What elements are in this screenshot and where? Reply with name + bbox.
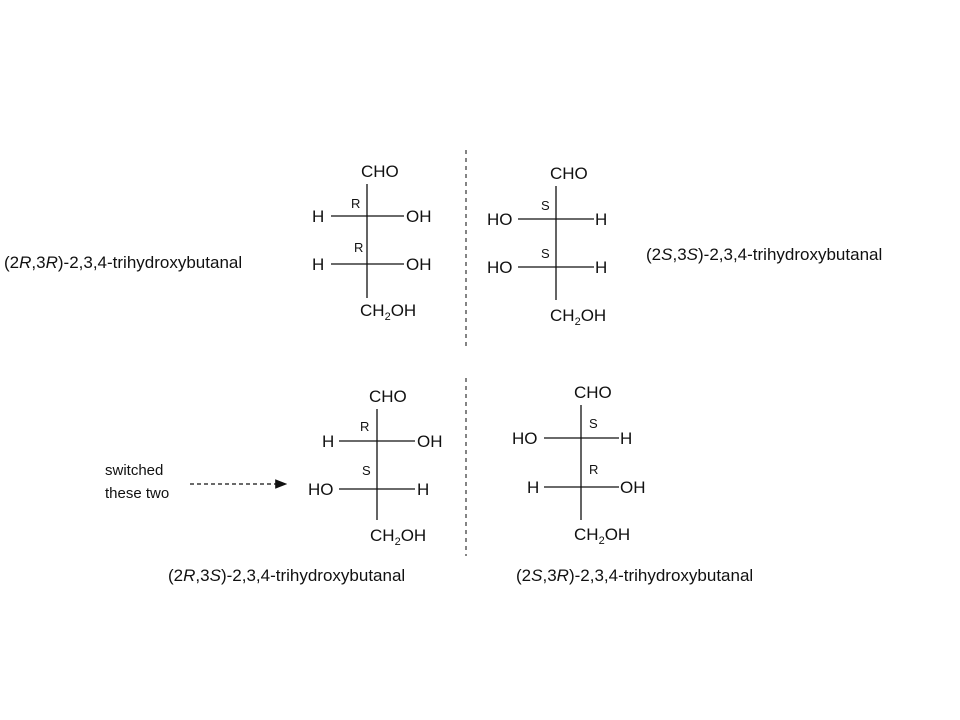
c3-left-substituent: HO <box>308 480 334 499</box>
top-group: CHO <box>361 162 399 181</box>
annotation-line-1: switched <box>105 462 163 479</box>
c2-right-substituent: H <box>620 429 632 448</box>
top-group: CHO <box>550 164 588 183</box>
top-group: CHO <box>574 383 612 402</box>
c3-right-substituent: H <box>417 480 429 499</box>
c2-configuration-label: S <box>541 198 550 213</box>
c2-configuration-label: R <box>351 196 360 211</box>
c3-configuration-label: R <box>589 462 598 477</box>
compound-name-2s3r: (2S,3R)-2,3,4-trihydroxybutanal <box>516 566 753 585</box>
compound-name-2r3r: (2R,3R)-2,3,4-trihydroxybutanal <box>4 253 242 272</box>
fischer-projection-2r3r: CHO R R H OH H OH CH2OH (2R,3R)-2,3,4-tr… <box>4 162 432 323</box>
annotation-line-2: these two <box>105 485 169 502</box>
c2-left-substituent: HO <box>512 429 538 448</box>
c3-configuration-label: S <box>362 463 371 478</box>
c3-left-substituent: H <box>312 255 324 274</box>
compound-name-2r3s: (2R,3S)-2,3,4-trihydroxybutanal <box>168 566 405 585</box>
c2-left-substituent: HO <box>487 210 513 229</box>
c2-right-substituent: OH <box>406 207 432 226</box>
switch-annotation: switched these two <box>105 462 288 502</box>
compound-name-2s3s: (2S,3S)-2,3,4-trihydroxybutanal <box>646 245 882 264</box>
bottom-group: CH2OH <box>550 306 606 328</box>
c2-left-substituent: H <box>312 207 324 226</box>
fischer-projection-2r3s: CHO R S H OH HO H CH2OH (2R,3S)-2,3,4-tr… <box>168 387 443 585</box>
c3-right-substituent: OH <box>406 255 432 274</box>
fischer-projection-2s3s: CHO S S HO H HO H CH2OH (2S,3S)-2,3,4-tr… <box>487 164 882 328</box>
c2-left-substituent: H <box>322 432 334 451</box>
bottom-group: CH2OH <box>574 525 630 547</box>
c3-configuration-label: R <box>354 240 363 255</box>
c3-left-substituent: H <box>527 478 539 497</box>
c3-right-substituent: H <box>595 258 607 277</box>
c3-left-substituent: HO <box>487 258 513 277</box>
top-group: CHO <box>369 387 407 406</box>
c2-configuration-label: S <box>589 416 598 431</box>
fischer-projection-2s3r: CHO S R HO H H OH CH2OH (2S,3R)-2,3,4-tr… <box>512 383 753 585</box>
bottom-group: CH2OH <box>360 301 416 323</box>
c3-configuration-label: S <box>541 246 550 261</box>
c3-right-substituent: OH <box>620 478 646 497</box>
bottom-group: CH2OH <box>370 526 426 548</box>
c2-right-substituent: OH <box>417 432 443 451</box>
c2-configuration-label: R <box>360 419 369 434</box>
c2-right-substituent: H <box>595 210 607 229</box>
